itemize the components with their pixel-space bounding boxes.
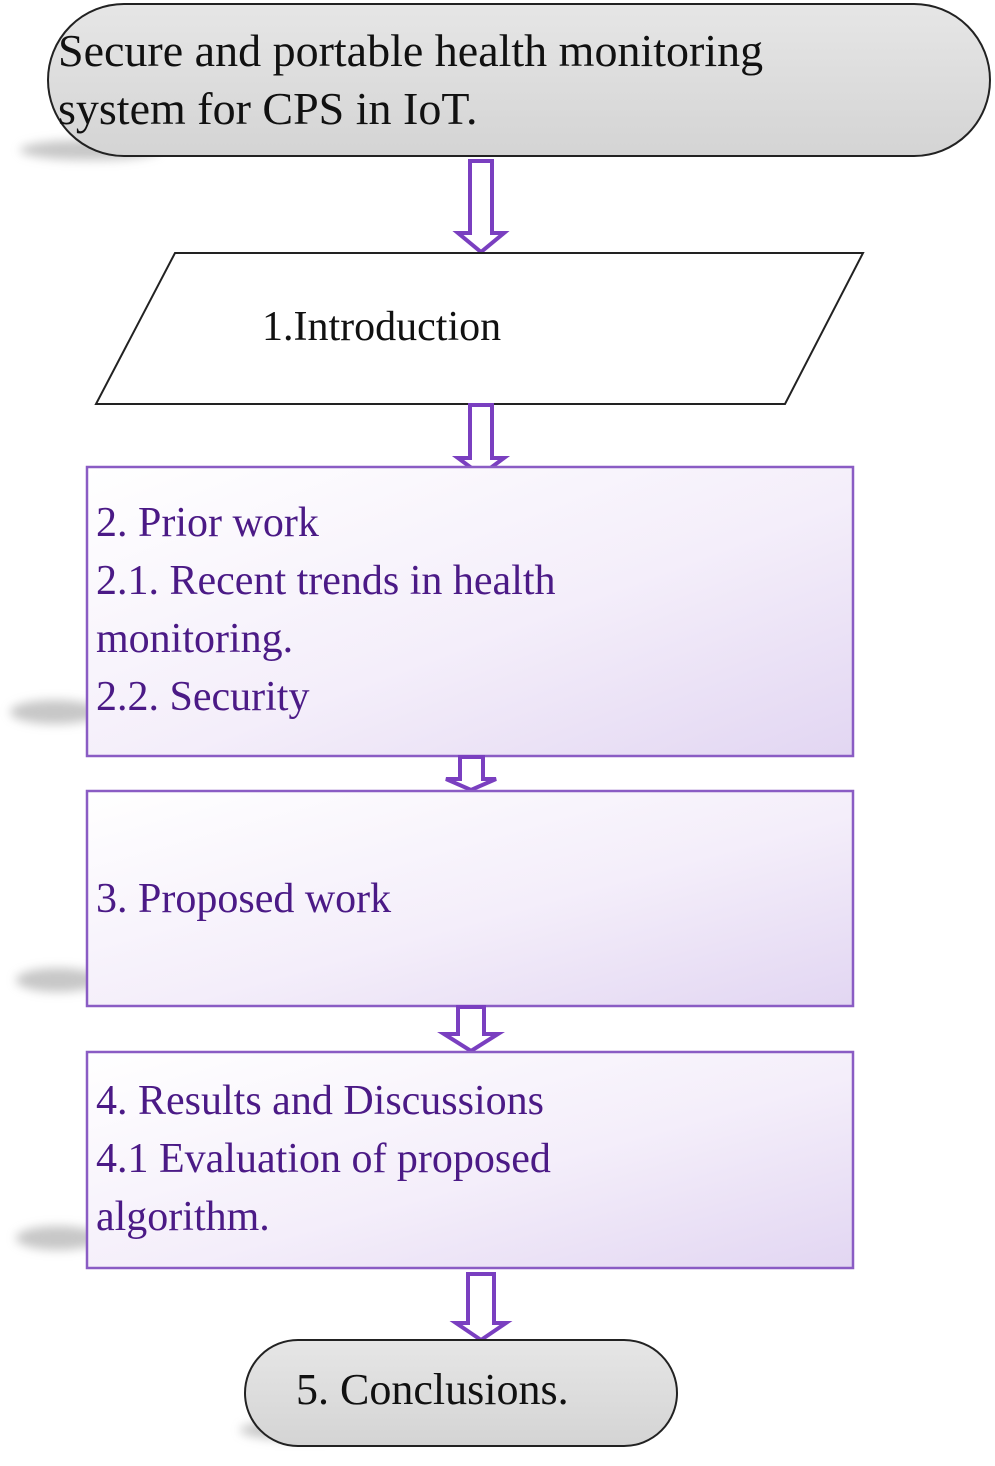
introduction-node-label: 1.Introduction [262, 304, 502, 350]
conclusions-terminal-node [244, 1339, 678, 1447]
introduction-parallelogram-node [94, 252, 865, 405]
prior-work-box [85, 465, 855, 758]
proposed-work-box [85, 789, 855, 1008]
conclusions-node-label: 5. Conclusions. [296, 1365, 569, 1414]
title-terminal-node [47, 3, 991, 157]
results-node-label: 4. Results and Discussions 4.1 Evaluatio… [96, 1078, 551, 1240]
flow-arrow-proposed-to-results [437, 1005, 505, 1054]
flow-arrow-title-to-intro [452, 159, 510, 255]
proposed-work-node-label: 3. Proposed work [96, 876, 392, 922]
prior-work-node-label: 2. Prior work 2.1. Recent trends in heal… [96, 500, 556, 720]
flow-arrow-prior-to-proposed [445, 755, 497, 793]
flow-arrow-intro-to-prior [451, 403, 511, 478]
results-box [85, 1050, 855, 1270]
title-node-label: Secure and portable health monitoring sy… [58, 25, 764, 134]
flow-arrow-results-to-conclusions [449, 1272, 513, 1343]
